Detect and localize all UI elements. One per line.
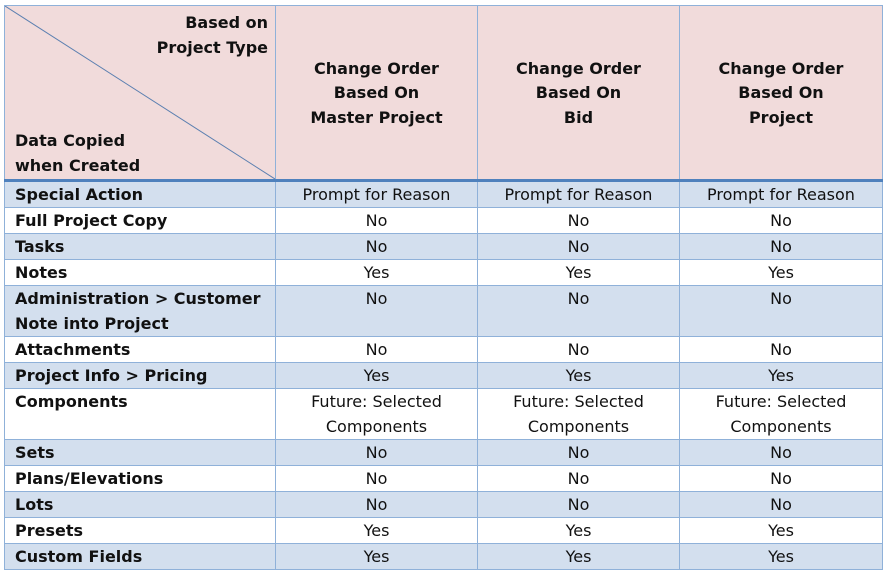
row-label: Notes xyxy=(4,259,276,286)
table-row: Components Future: Selected Components F… xyxy=(4,388,883,440)
table-cell: Yes xyxy=(679,362,883,389)
table-cell: Yes xyxy=(275,362,478,389)
table-row: Notes Yes Yes Yes xyxy=(4,259,883,286)
row-label: Project Info > Pricing xyxy=(4,362,276,389)
table-cell: No xyxy=(275,465,478,492)
row-label: Administration > Customer Note into Proj… xyxy=(4,285,276,337)
table-cell: No xyxy=(679,207,883,234)
table-cell: No xyxy=(275,285,478,337)
table-cell: No xyxy=(679,491,883,518)
diagonal-divider xyxy=(5,6,275,179)
table-row: Attachments No No No xyxy=(4,336,883,363)
table-cell: Yes xyxy=(477,517,680,544)
table-row: Tasks No No No xyxy=(4,233,883,260)
table-cell: Yes xyxy=(275,259,478,286)
corner-header-cell: Based on Project Type Data Copied when C… xyxy=(4,5,276,181)
table-cell: No xyxy=(275,207,478,234)
table-cell: Yes xyxy=(275,517,478,544)
table-cell: Yes xyxy=(477,543,680,570)
row-axis-label: Data Copied when Created xyxy=(15,131,141,175)
table-cell: No xyxy=(679,439,883,466)
row-label: Presets xyxy=(4,517,276,544)
row-label: Attachments xyxy=(4,336,276,363)
table-cell: Yes xyxy=(477,259,680,286)
table-row: Custom Fields Yes Yes Yes xyxy=(4,543,883,570)
table-row: Presets Yes Yes Yes xyxy=(4,517,883,544)
table-row: Administration > Customer Note into Proj… xyxy=(4,285,883,337)
table-cell: No xyxy=(477,465,680,492)
row-label: Custom Fields xyxy=(4,543,276,570)
table-row: Lots No No No xyxy=(4,491,883,518)
table-row: Sets No No No xyxy=(4,439,883,466)
row-label: Sets xyxy=(4,439,276,466)
table-cell: No xyxy=(477,491,680,518)
table-cell: No xyxy=(477,439,680,466)
column-header-project: Change Order Based On Project xyxy=(679,5,883,181)
table-cell: Future: Selected Components xyxy=(275,388,478,440)
table-cell: No xyxy=(679,285,883,337)
column-header-master-project: Change Order Based On Master Project xyxy=(275,5,478,181)
table-cell: Future: Selected Components xyxy=(679,388,883,440)
table-cell: No xyxy=(477,207,680,234)
table-cell: No xyxy=(275,491,478,518)
table-row: Full Project Copy No No No xyxy=(4,207,883,234)
table-cell: Prompt for Reason xyxy=(679,180,883,208)
table-row: Project Info > Pricing Yes Yes Yes xyxy=(4,362,883,389)
table-cell: Prompt for Reason xyxy=(275,180,478,208)
table-cell: No xyxy=(275,439,478,466)
table-cell: Yes xyxy=(679,543,883,570)
table-cell: Future: Selected Components xyxy=(477,388,680,440)
row-label: Tasks xyxy=(4,233,276,260)
row-label: Full Project Copy xyxy=(4,207,276,234)
table-cell: Yes xyxy=(275,543,478,570)
row-label: Lots xyxy=(4,491,276,518)
table-cell: Prompt for Reason xyxy=(477,180,680,208)
table-cell: Yes xyxy=(477,362,680,389)
column-axis-label: Based on Project Type xyxy=(156,13,268,57)
column-header-bid: Change Order Based On Bid xyxy=(477,5,680,181)
row-label: Plans/Elevations xyxy=(4,465,276,492)
row-label: Components xyxy=(4,388,276,440)
table-cell: No xyxy=(679,465,883,492)
table-row: Special Action Prompt for Reason Prompt … xyxy=(4,180,883,208)
table-cell: No xyxy=(477,233,680,260)
table-row: Plans/Elevations No No No xyxy=(4,465,883,492)
comparison-table: Based on Project Type Data Copied when C… xyxy=(4,5,883,570)
table-cell: No xyxy=(679,336,883,363)
header-row: Based on Project Type Data Copied when C… xyxy=(4,5,883,181)
table-cell: No xyxy=(275,336,478,363)
table-cell: No xyxy=(477,285,680,337)
table-cell: No xyxy=(275,233,478,260)
row-label: Special Action xyxy=(4,180,276,208)
table-cell: No xyxy=(679,233,883,260)
table-cell: Yes xyxy=(679,517,883,544)
table-cell: Yes xyxy=(679,259,883,286)
table-cell: No xyxy=(477,336,680,363)
